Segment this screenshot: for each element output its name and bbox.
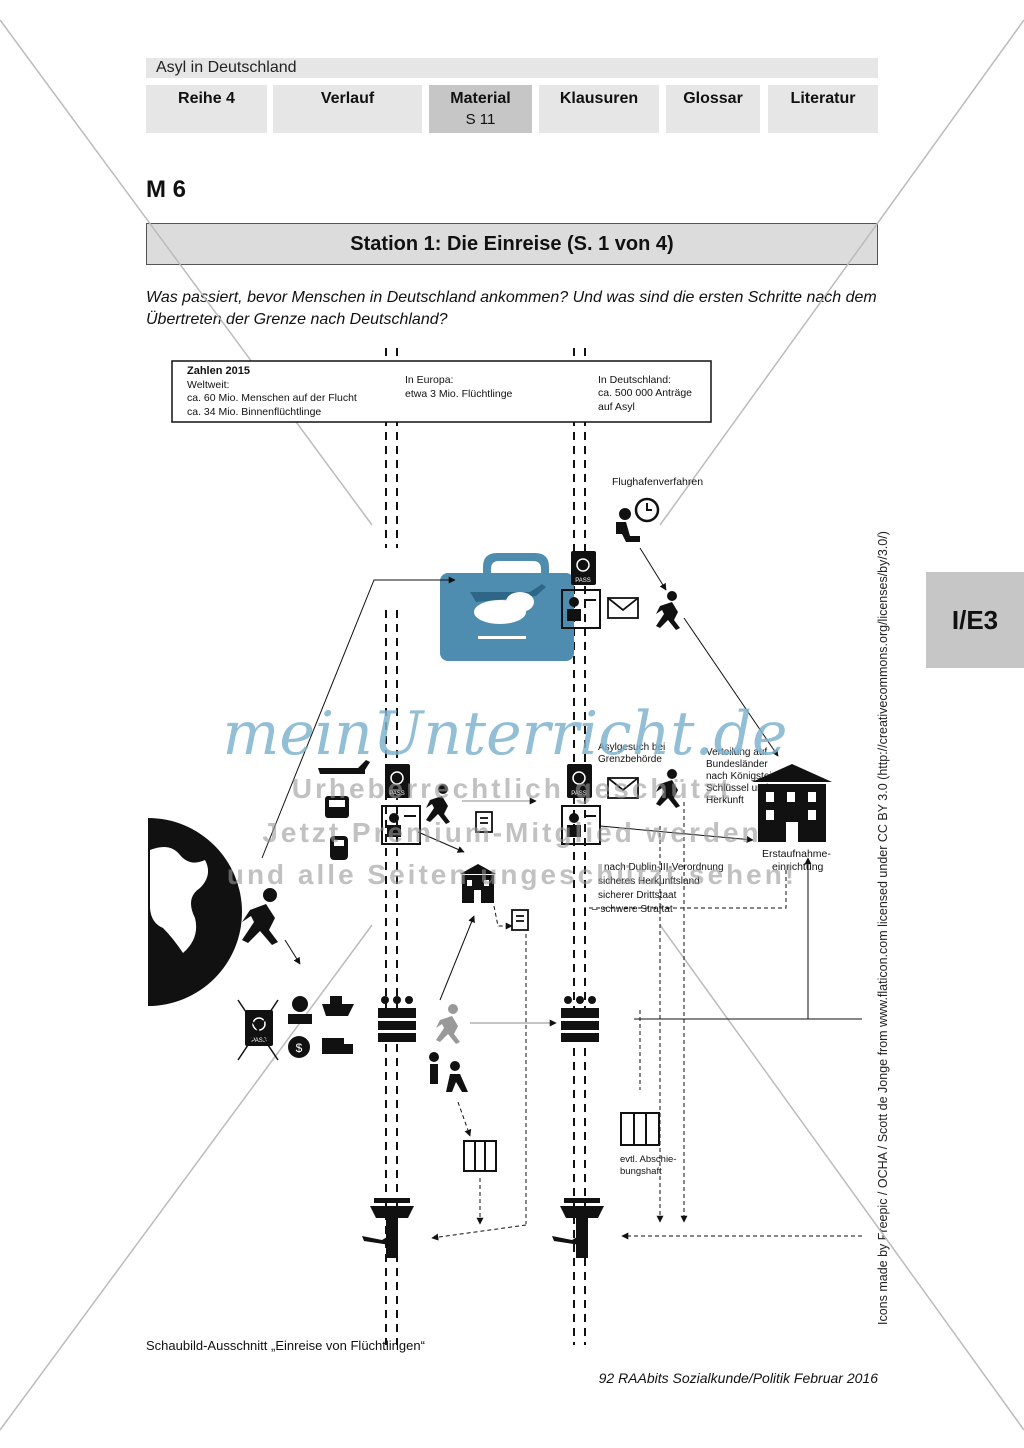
authority-building-icon xyxy=(460,864,496,903)
stats-europe-title: In Europa: xyxy=(405,374,453,386)
detention-label-1: evtl. Abschie- xyxy=(620,1154,677,1165)
figure-caption: Schaubild-Ausschnitt „Einreise von Flüch… xyxy=(146,1338,425,1353)
globe-icon xyxy=(148,818,242,1006)
tab-verlauf[interactable]: Verlauf xyxy=(273,85,422,133)
side-section-tab[interactable]: I/E3 xyxy=(926,572,1024,668)
running-person-icon xyxy=(426,784,450,824)
reception-building-icon xyxy=(752,764,832,842)
dublin-label-2: sicheres Herkunftsland xyxy=(598,876,700,887)
watermark-line-2: Jetzt Premium-Mitglied werden xyxy=(262,817,761,848)
form-icon xyxy=(475,811,493,833)
stats-heading: Zahlen 2015 xyxy=(187,365,250,377)
stats-world-2: ca. 34 Mio. Binnenflüchtlinge xyxy=(187,406,321,418)
distribution-label-1: Verteilung auf xyxy=(706,747,767,758)
envelope-icon xyxy=(607,777,639,799)
deportation-tower-icon xyxy=(362,1198,414,1258)
ship-icon xyxy=(322,996,354,1016)
bus-icon xyxy=(325,796,349,818)
distribution-label-3: nach Königsteiner xyxy=(706,771,787,782)
svg-text:PASS: PASS xyxy=(571,791,587,797)
stats-germany-1: ca. 500 000 Anträge xyxy=(598,387,692,399)
money-bag-icon: $ xyxy=(288,1036,310,1058)
tab-glossar[interactable]: Glossar xyxy=(666,85,760,133)
tab-material[interactable]: Material S 11 xyxy=(429,85,532,133)
deportation-tower-icon xyxy=(552,1198,604,1258)
tab-literatur[interactable]: Literatur xyxy=(768,85,878,133)
stats-world-1: ca. 60 Mio. Menschen auf der Flucht xyxy=(187,392,357,404)
passport-icon: PASS xyxy=(567,764,592,798)
detention-icon xyxy=(620,1112,660,1146)
reception-label-1: Erstaufnahme- xyxy=(762,848,831,860)
distribution-label-5: Herkunft xyxy=(706,795,744,806)
arrest-icon xyxy=(429,1052,468,1092)
tab-label: Reihe 4 xyxy=(178,90,235,107)
dublin-label-4: – schwere Straftat xyxy=(592,904,673,915)
stats-box xyxy=(171,360,712,423)
tab-label: Klausuren xyxy=(559,90,639,107)
stats-europe-1: etwa 3 Mio. Flüchtlinge xyxy=(405,388,513,400)
crossed-passport-icon: PASS xyxy=(237,999,279,1061)
truck-icon xyxy=(322,1038,353,1054)
svg-text:PASS: PASS xyxy=(575,578,591,584)
border-officer-icon xyxy=(561,805,601,845)
tab-label: Glossar xyxy=(683,90,743,107)
dublin-label-1: nach Dublin-III-Verordnung xyxy=(604,862,724,873)
stats-germany-2: auf Asyl xyxy=(598,401,635,413)
refugee-group-icon xyxy=(561,996,599,1042)
asylum-request-label-1: Asylgesuch bei xyxy=(598,742,665,753)
smuggler-icon xyxy=(288,996,312,1024)
tab-label: Verlauf xyxy=(320,90,375,107)
watermark-line-1: Urheberrechtlich geschützt xyxy=(292,773,733,804)
passport-icon: PASS xyxy=(571,551,596,585)
background-cross xyxy=(0,19,1024,1431)
briefcase-airport-icon xyxy=(440,553,574,661)
svg-text:$: $ xyxy=(296,1041,303,1055)
refugee-group-icon xyxy=(378,996,416,1042)
material-label: M 6 xyxy=(146,176,187,203)
train-icon xyxy=(330,836,348,860)
form-icon xyxy=(511,909,529,931)
stats-world-title: Weltweit: xyxy=(187,379,229,391)
tab-label: Literatur xyxy=(790,90,856,107)
page-footer: 92 RAAbits Sozialkunde/Politik Februar 2… xyxy=(598,1370,878,1386)
svg-text:PASS: PASS xyxy=(251,1038,267,1044)
tab-reihe[interactable]: Reihe 4 xyxy=(146,85,267,133)
distribution-label-2: Bundesländer xyxy=(706,759,768,770)
watermark-brand: meinUnterricht.de xyxy=(223,699,788,769)
border-officer-icon xyxy=(381,805,421,845)
airport-procedure-label: Flughafenverfahren xyxy=(612,476,703,488)
flow-lines xyxy=(261,547,862,1027)
station-title: Station 1: Die Einreise (S. 1 von 4) xyxy=(146,223,878,265)
envelope-icon xyxy=(607,597,639,619)
stats-germany-title: In Deutschland: xyxy=(598,374,671,386)
airplane-icon xyxy=(318,760,370,774)
series-title: Asyl in Deutschland xyxy=(146,58,878,78)
asylum-request-label-2: Grenzbehörde xyxy=(598,754,662,765)
border-officer-icon xyxy=(561,589,601,629)
detention-label-2: bungshaft xyxy=(620,1166,662,1177)
question-text: Was passiert, bevor Menschen in Deutschl… xyxy=(146,289,877,328)
distribution-label-4: Schlüssel und xyxy=(706,783,768,794)
flow-dashed-lines xyxy=(431,802,862,1241)
tab-label: Material xyxy=(450,90,511,107)
dublin-label-3: sicherer Drittstaat xyxy=(598,890,677,901)
running-person-icon xyxy=(656,591,680,630)
running-person-icon xyxy=(436,1004,460,1044)
waiting-clock-icon xyxy=(616,497,660,542)
watermark: meinUnterricht.de Urheberrechtlich gesch… xyxy=(223,699,797,890)
detention-icon xyxy=(463,1140,497,1172)
running-person-icon xyxy=(242,888,278,945)
passport-icon: PASS xyxy=(385,764,410,798)
tab-klausuren[interactable]: Klausuren xyxy=(539,85,659,133)
svg-text:PASS: PASS xyxy=(389,791,405,797)
watermark-line-3: und alle Seiten ungeschützt sehen! xyxy=(227,859,797,890)
running-person-icon xyxy=(656,769,680,808)
reception-label-2: einrichtung xyxy=(772,861,824,873)
tab-page: S 11 xyxy=(465,111,496,128)
